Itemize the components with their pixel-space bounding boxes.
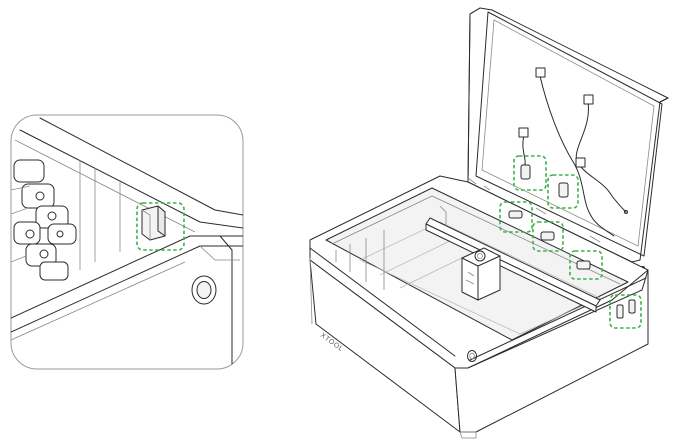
open-lid xyxy=(467,7,669,270)
laser-cutter-machine: XTOOL xyxy=(309,7,669,439)
magnet-highlights xyxy=(499,155,642,329)
magnet-block-detail xyxy=(141,205,166,241)
highlight-lid-magnet-2 xyxy=(547,174,579,209)
detail-zoom-panel xyxy=(10,114,244,370)
power-button-detail xyxy=(191,275,217,305)
highlight-body-magnet-1 xyxy=(499,201,533,233)
power-button xyxy=(467,350,477,362)
detail-frame xyxy=(10,114,244,370)
highlight-magnet-detail xyxy=(136,202,185,251)
laser-head xyxy=(461,247,501,301)
highlight-lid-magnet-1 xyxy=(513,155,547,191)
highlight-front-magnets xyxy=(609,294,642,329)
highlight-body-magnet-3 xyxy=(569,250,603,280)
highlight-body-magnet-2 xyxy=(532,221,564,252)
drag-chain xyxy=(11,159,77,281)
machine-body: XTOOL xyxy=(309,175,649,439)
